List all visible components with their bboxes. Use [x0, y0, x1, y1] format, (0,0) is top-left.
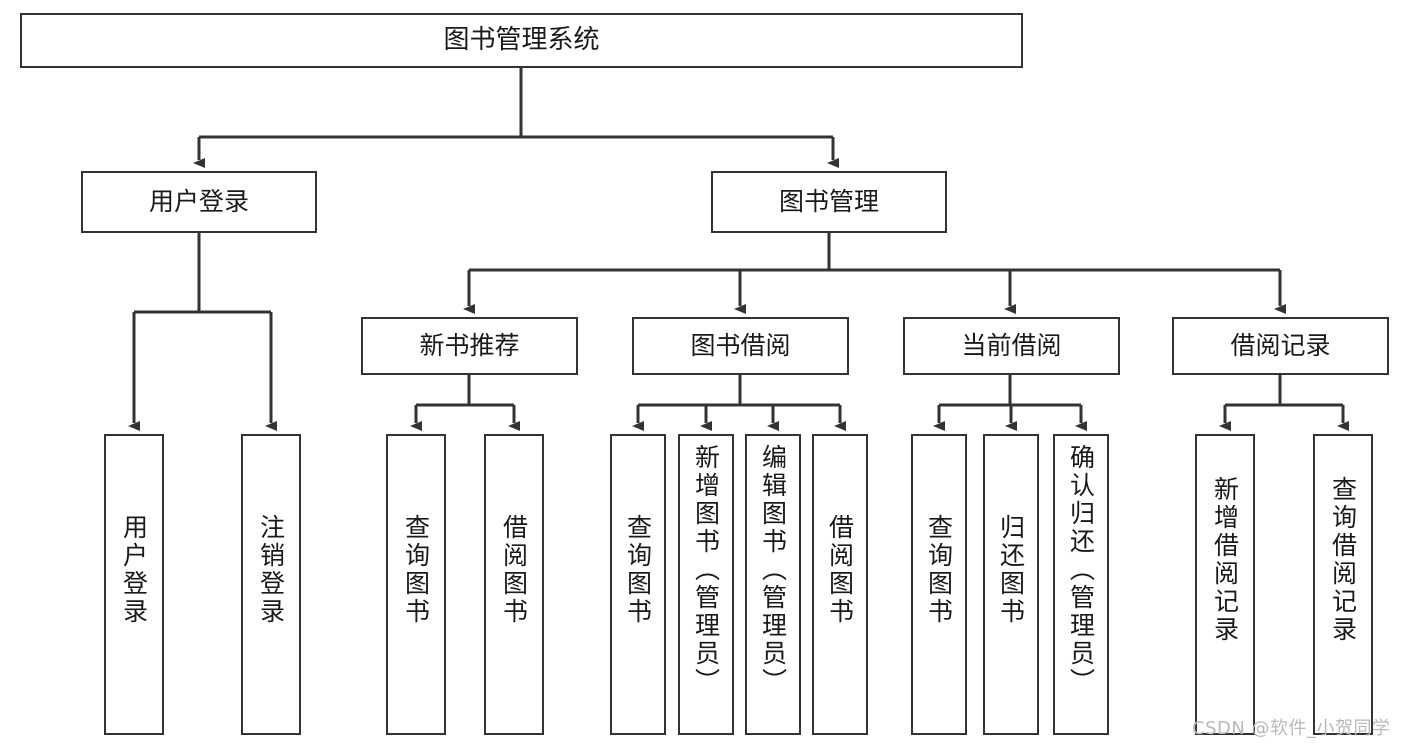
- leaf-user-login[interactable]: 用户登录: [104, 434, 164, 735]
- node-label: 确认归还（管理员）: [1066, 444, 1096, 696]
- node-current-borrow[interactable]: 当前借阅: [903, 317, 1120, 375]
- node-label: 新增图书（管理员）: [691, 444, 721, 696]
- node-label: 查询图书: [401, 514, 431, 626]
- node-label: 查询图书: [623, 514, 653, 626]
- node-label: 查询图书: [924, 514, 954, 626]
- node-label: 当前借阅: [961, 331, 1062, 361]
- node-label: 借阅记录: [1230, 331, 1331, 361]
- leaf-borrow-book-recommend[interactable]: 借阅图书: [484, 434, 544, 735]
- node-label: 注销登录: [256, 514, 286, 626]
- leaf-confirm-return[interactable]: 确认归还（管理员）: [1053, 434, 1109, 735]
- leaf-query-book-borrow[interactable]: 查询图书: [610, 434, 666, 735]
- leaf-query-book-current[interactable]: 查询图书: [911, 434, 967, 735]
- node-label: 图书借阅: [690, 331, 791, 361]
- node-borrow-record[interactable]: 借阅记录: [1172, 317, 1389, 375]
- node-user-login[interactable]: 用户登录: [81, 171, 317, 233]
- leaf-add-book[interactable]: 新增图书（管理员）: [678, 434, 734, 735]
- leaf-query-book-recommend[interactable]: 查询图书: [386, 434, 446, 735]
- node-label: 新增借阅记录: [1210, 476, 1240, 644]
- node-label: 用户登录: [119, 514, 149, 626]
- csdn-watermark: CSDN @软件_小贺同学: [1192, 718, 1391, 739]
- node-label: 图书管理系统: [443, 25, 600, 56]
- node-book-borrow[interactable]: 图书借阅: [632, 317, 849, 375]
- node-label: 查询借阅记录: [1328, 476, 1358, 644]
- node-label: 借阅图书: [499, 514, 529, 626]
- node-book-manage[interactable]: 图书管理: [711, 171, 947, 233]
- node-label: 新书推荐: [419, 331, 520, 361]
- node-root-图书管理系统[interactable]: 图书管理系统: [20, 13, 1023, 68]
- leaf-edit-book[interactable]: 编辑图书（管理员）: [745, 434, 801, 735]
- leaf-borrow-book[interactable]: 借阅图书: [812, 434, 868, 735]
- node-new-book-recommend[interactable]: 新书推荐: [361, 317, 578, 375]
- node-label: 用户登录: [148, 187, 249, 217]
- node-label: 归还图书: [996, 514, 1026, 626]
- leaf-add-borrow-record[interactable]: 新增借阅记录: [1195, 434, 1255, 735]
- leaf-query-borrow-record[interactable]: 查询借阅记录: [1313, 434, 1373, 735]
- leaf-logout[interactable]: 注销登录: [241, 434, 301, 735]
- node-label: 图书管理: [778, 187, 879, 217]
- node-label: 编辑图书（管理员）: [758, 444, 788, 696]
- node-label: 借阅图书: [825, 514, 855, 626]
- leaf-return-book[interactable]: 归还图书: [983, 434, 1039, 735]
